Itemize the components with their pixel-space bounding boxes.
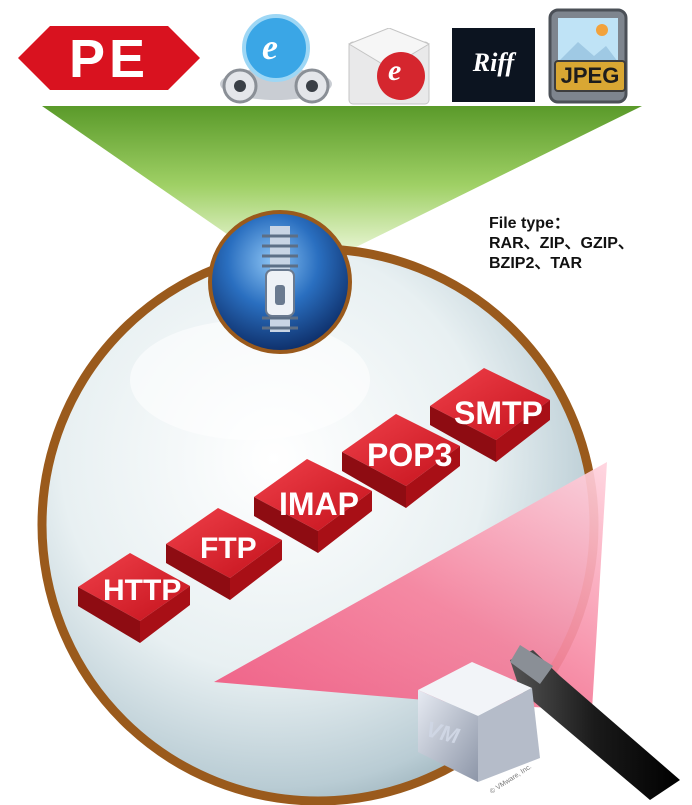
ie-letter: e [262, 27, 278, 67]
mail-letter: e [388, 54, 402, 87]
zipper-icon [208, 210, 352, 354]
pe-icon: PE [18, 22, 200, 94]
mail-e-icon: e [345, 28, 435, 106]
protocol-http-label: HTTP [103, 574, 182, 607]
block-smtp [430, 368, 550, 462]
magnifier-handle [510, 645, 680, 800]
protocol-imap-label: IMAP [279, 486, 359, 522]
protocol-staircase [78, 368, 550, 643]
jpeg-icon: JPEG [548, 8, 632, 106]
protocol-pop3-label: POP3 [367, 437, 453, 473]
block-ftp [166, 508, 282, 600]
block-http [78, 553, 190, 643]
file-type-list-1: RAR、ZIP、GZIP、 [489, 235, 634, 252]
ie-speaker-icon: e [218, 14, 334, 106]
file-type-text: File type： RAR、ZIP、GZIP、 BZIP2、TAR [489, 214, 634, 274]
riff-icon: Riff [452, 28, 535, 102]
protocol-smtp-label: SMTP [454, 395, 543, 431]
protocol-ftp-label: FTP [200, 532, 257, 565]
block-pop3 [342, 414, 460, 508]
file-type-list-2: BZIP2、TAR [489, 255, 583, 272]
green-beam [42, 106, 642, 250]
riff-label: Riff [472, 48, 515, 77]
jpeg-label: JPEG [554, 60, 626, 92]
file-type-heading: File type： [489, 215, 570, 232]
pe-label: PE [68, 29, 150, 89]
pink-beam [214, 462, 607, 710]
block-imap [254, 459, 372, 553]
vm-cube [418, 662, 540, 782]
